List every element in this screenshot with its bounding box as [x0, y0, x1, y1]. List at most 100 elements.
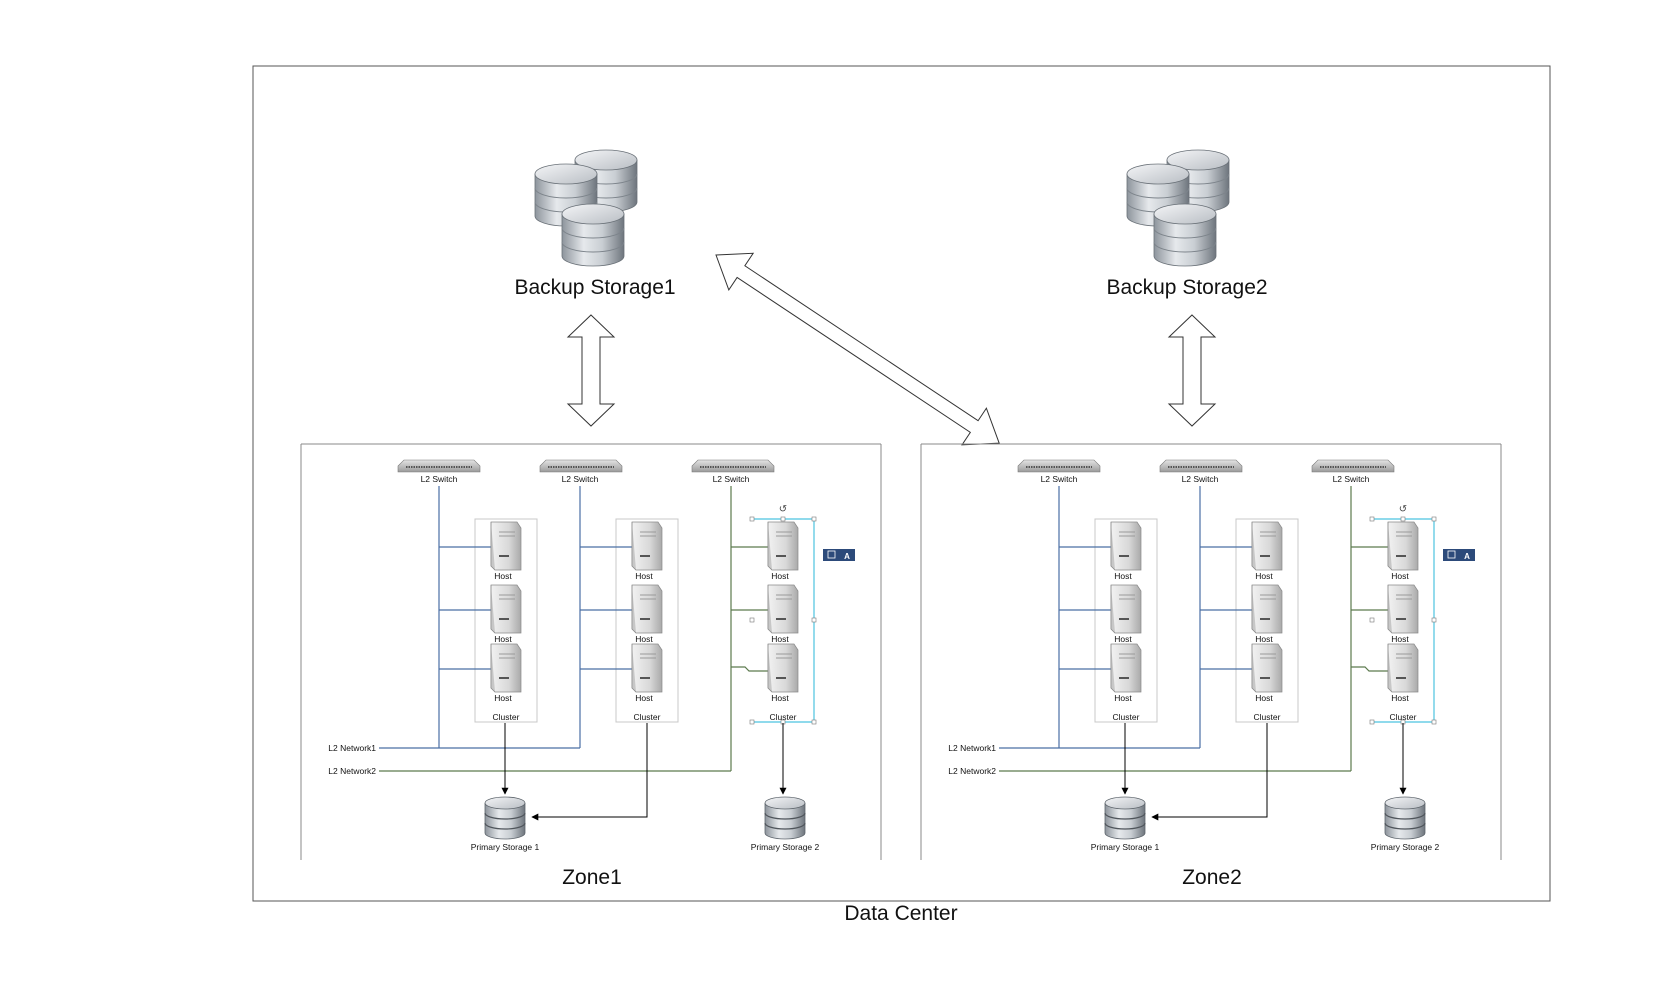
shape-toolbar[interactable]: A: [1443, 549, 1475, 561]
host-server-icon[interactable]: [631, 584, 663, 634]
host-server-icon[interactable]: [767, 643, 799, 693]
host-server-icon[interactable]: [1110, 521, 1142, 571]
edit-style-icon[interactable]: [827, 550, 836, 559]
l2-switch-icon[interactable]: [539, 459, 623, 473]
host-label: Host: [1391, 693, 1409, 703]
storage-link-arrow: [531, 723, 648, 821]
l2-switch-label: L2 Switch: [562, 474, 599, 484]
host-server-icon[interactable]: [490, 643, 522, 693]
host-label: Host: [494, 571, 512, 581]
host-server-icon[interactable]: [490, 584, 522, 634]
primary-storage-1-label: Primary Storage 1: [1091, 842, 1160, 852]
host-server-icon[interactable]: [631, 643, 663, 693]
host-server-icon[interactable]: [767, 521, 799, 571]
l2-switch-icon[interactable]: [397, 459, 481, 473]
zone-panel: [920, 443, 1502, 860]
backup-storage-2-label: Backup Storage2: [1106, 276, 1267, 299]
l2-switch-label: L2 Switch: [421, 474, 458, 484]
host-link: [1351, 666, 1388, 672]
resize-handle[interactable]: [749, 516, 755, 522]
cluster-frame: [1235, 518, 1299, 723]
text-format-icon[interactable]: A: [844, 552, 850, 561]
host-server-icon[interactable]: [1387, 643, 1419, 693]
l2-switch-label: L2 Switch: [1041, 474, 1078, 484]
host-label: Host: [771, 693, 789, 703]
text-format-icon[interactable]: A: [1464, 552, 1470, 561]
host-label: Host: [771, 634, 789, 644]
resize-handle[interactable]: [811, 516, 817, 522]
host-label: Host: [1391, 634, 1409, 644]
host-server-icon[interactable]: [631, 521, 663, 571]
double-arrow-backup1-zone2: [715, 252, 1000, 446]
backup-storage-1-icon[interactable]: [534, 149, 638, 267]
host-server-icon[interactable]: [1110, 584, 1142, 634]
host-label: Host: [494, 634, 512, 644]
resize-handle[interactable]: [811, 719, 817, 725]
l2-switch-icon[interactable]: [1311, 459, 1395, 473]
primary-storage-2-label: Primary Storage 2: [1371, 842, 1440, 852]
rotate-icon[interactable]: ↺: [779, 504, 787, 515]
host-server-icon[interactable]: [1251, 584, 1283, 634]
cluster-selection[interactable]: [1369, 516, 1437, 725]
l2-switch-icon[interactable]: [1017, 459, 1101, 473]
cluster-label: Cluster: [770, 712, 797, 722]
host-label: Host: [1114, 693, 1132, 703]
cluster-label: Cluster: [1390, 712, 1417, 722]
cluster-selection[interactable]: [749, 516, 817, 725]
resize-handle[interactable]: [1369, 516, 1375, 522]
cluster-frame: [474, 518, 538, 723]
host-label: Host: [1114, 571, 1132, 581]
cluster-label: Cluster: [1113, 712, 1140, 722]
host-server-icon[interactable]: [1387, 584, 1419, 634]
zone-1-label: Zone1: [562, 866, 622, 889]
resize-handle[interactable]: [1431, 617, 1437, 623]
host-label: Host: [1114, 634, 1132, 644]
host-server-icon[interactable]: [1387, 521, 1419, 571]
primary-storage-2-icon[interactable]: [1384, 796, 1426, 840]
primary-storage-1-icon[interactable]: [1104, 796, 1146, 840]
host-label: Host: [1255, 634, 1273, 644]
primary-storage-2-label: Primary Storage 2: [751, 842, 820, 852]
resize-handle[interactable]: [749, 719, 755, 725]
cluster-label: Cluster: [634, 712, 661, 722]
edit-style-icon[interactable]: [1447, 550, 1456, 559]
zone-panel: [300, 443, 882, 860]
primary-storage-1-label: Primary Storage 1: [471, 842, 540, 852]
host-server-icon[interactable]: [490, 521, 522, 571]
resize-handle[interactable]: [749, 617, 755, 623]
resize-handle[interactable]: [1369, 617, 1375, 623]
l2-switch-icon[interactable]: [691, 459, 775, 473]
resize-handle[interactable]: [1431, 516, 1437, 522]
cluster-frame: [615, 518, 679, 723]
zone-2-label: Zone2: [1182, 866, 1242, 889]
storage-link-arrow: [1151, 723, 1268, 821]
host-server-icon[interactable]: [1110, 643, 1142, 693]
data-center-label: Data Center: [844, 902, 957, 925]
resize-handle[interactable]: [1431, 719, 1437, 725]
host-label: Host: [635, 634, 653, 644]
host-server-icon[interactable]: [1251, 643, 1283, 693]
resize-handle[interactable]: [1369, 719, 1375, 725]
l2-switch-label: L2 Switch: [1333, 474, 1370, 484]
rotate-icon[interactable]: ↺: [1399, 504, 1407, 515]
host-server-icon[interactable]: [1251, 521, 1283, 571]
primary-storage-2-icon[interactable]: [764, 796, 806, 840]
backup-storage-2-icon[interactable]: [1126, 149, 1230, 267]
l2-switch-label: L2 Switch: [713, 474, 750, 484]
host-label: Host: [1255, 693, 1273, 703]
resize-handle[interactable]: [1400, 516, 1406, 522]
shape-toolbar[interactable]: A: [823, 549, 855, 561]
resize-handle[interactable]: [811, 617, 817, 623]
l2-network2-label: L2 Network2: [948, 766, 996, 776]
l2-switch-icon[interactable]: [1159, 459, 1243, 473]
resize-handle[interactable]: [780, 516, 786, 522]
host-server-icon[interactable]: [767, 584, 799, 634]
cluster-label: Cluster: [493, 712, 520, 722]
host-label: Host: [494, 693, 512, 703]
data-center-boundary: [252, 65, 1551, 902]
cluster-label: Cluster: [1254, 712, 1281, 722]
primary-storage-1-icon[interactable]: [484, 796, 526, 840]
